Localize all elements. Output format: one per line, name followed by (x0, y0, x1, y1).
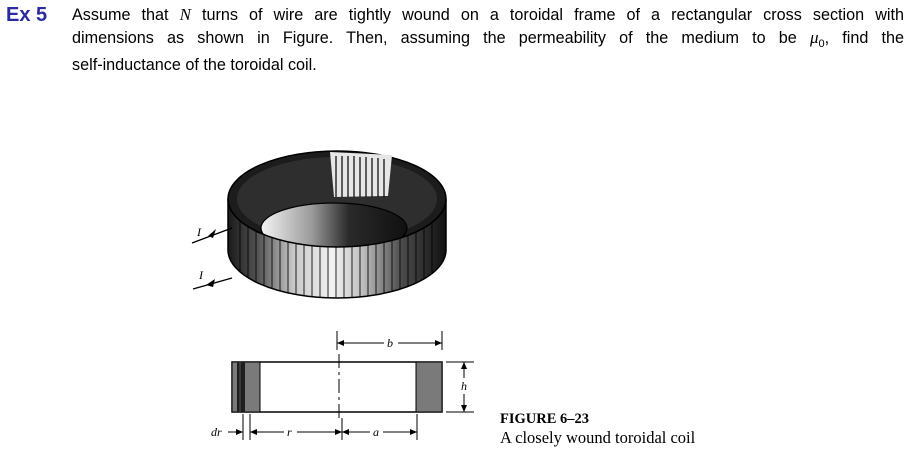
exercise-label: Ex 5 (6, 4, 48, 26)
figure-caption: FIGURE 6–23 A closely wound toroidal coi… (500, 410, 695, 448)
problem-line-2: dimensions as shown in Figure. Then, ass… (72, 27, 904, 50)
cross-section-drawing (228, 331, 474, 440)
current-label-top: I (196, 225, 202, 239)
figure-number: FIGURE 6–23 (500, 411, 590, 427)
problem-statement: Assume that N turns of wire are tightly … (72, 4, 904, 77)
dimension-h-label: h (461, 379, 467, 393)
dimension-b-label: b (387, 336, 393, 350)
mu-symbol: μ (809, 27, 819, 47)
dimension-a-label: a (373, 425, 379, 439)
problem-line-3: self-inductance of the toroidal coil. (72, 56, 317, 75)
dimension-dr-label: dr (211, 425, 222, 439)
toroid-3d-drawing (191, 150, 447, 299)
mu-subscript: 0 (818, 37, 825, 50)
problem-line-1: Assume that N turns of wire are tightly … (72, 5, 904, 24)
dimension-r-label: r (287, 425, 292, 439)
variable-n: N (179, 5, 191, 24)
current-label-bottom: I (198, 268, 204, 282)
figure-description: A closely wound toroidal coil (500, 428, 696, 447)
